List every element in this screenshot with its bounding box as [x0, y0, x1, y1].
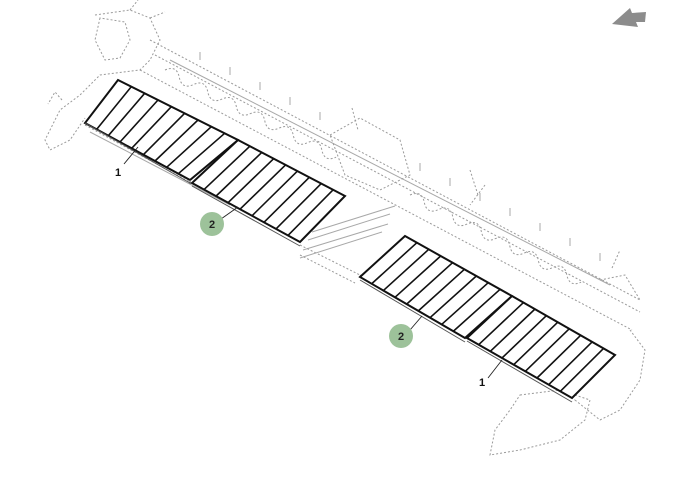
- leader-part-2-left: [220, 206, 239, 220]
- leader-part-2-right: [409, 315, 423, 331]
- panel-rib: [394, 255, 442, 298]
- panel-rib: [263, 176, 310, 223]
- panel-part-1-right-ribs: [478, 301, 605, 392]
- label-part-1-right: 1: [479, 377, 485, 389]
- panel-rib: [513, 321, 559, 366]
- panel-rib: [166, 126, 212, 168]
- panel-rib: [96, 86, 132, 130]
- panel-part-2-right-ribs: [371, 242, 501, 332]
- panel-rib: [177, 132, 226, 175]
- panel-part-1-left-ribs: [96, 86, 226, 175]
- leader-part-1-right: [487, 359, 503, 379]
- panel-rib: [524, 328, 570, 372]
- panel-rib: [406, 262, 454, 305]
- panel-rib: [501, 315, 547, 359]
- panel-rib: [203, 145, 251, 191]
- panel-rib: [215, 151, 263, 197]
- panel-rib: [154, 119, 199, 162]
- callout-label: 2: [209, 219, 215, 231]
- panel-rib: [142, 112, 186, 156]
- panel-rib: [131, 106, 172, 149]
- panel-rib: [107, 92, 146, 137]
- panel-rib: [559, 347, 605, 392]
- callout-part-2-left[interactable]: 2: [200, 212, 224, 236]
- leader-part-1-left: [123, 146, 139, 165]
- panel-rib: [239, 164, 287, 210]
- panel-rib: [227, 158, 275, 204]
- panel-rib: [441, 282, 489, 326]
- panel-rib: [251, 170, 299, 217]
- label-part-1-left: 1: [115, 167, 121, 179]
- panel-rib: [452, 288, 501, 332]
- callout-circle: [200, 212, 224, 236]
- panel-rib: [275, 182, 322, 230]
- panel-rib: [119, 99, 159, 143]
- panel-rib: [382, 248, 430, 292]
- panel-part-2-left-ribs: [203, 145, 334, 237]
- panel-rib: [478, 301, 524, 346]
- panel-rib: [371, 242, 418, 285]
- panel-rib: [548, 341, 593, 386]
- panel-rib: [287, 189, 334, 237]
- panel-rib: [429, 275, 477, 319]
- callout-part-2-right[interactable]: 2: [389, 324, 413, 348]
- panel-rib: [417, 268, 465, 312]
- callout-label: 2: [398, 331, 404, 343]
- panel-rib: [489, 308, 536, 352]
- callout-circle: [389, 324, 413, 348]
- panel-rib: [536, 334, 582, 379]
- back-arrow-icon[interactable]: [612, 8, 646, 27]
